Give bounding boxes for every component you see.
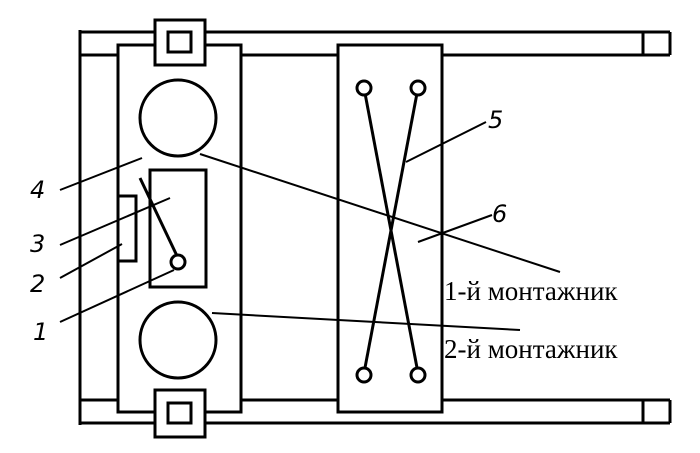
callout-6-number: 6: [492, 200, 507, 228]
callout-6-leader: [417, 214, 493, 243]
callout-3-leader: [59, 197, 171, 246]
bottom-clamp: [153, 388, 207, 439]
worker-2-label: 2-й монтажник: [444, 334, 618, 364]
side-plate: [116, 194, 138, 263]
anchor-point: [409, 366, 427, 384]
top-clamp: [153, 18, 207, 67]
callout-3-number: 3: [30, 230, 45, 258]
callout-1-leader: [59, 269, 175, 323]
callout-5-leader: [405, 121, 487, 163]
anchor-point: [409, 79, 427, 97]
control-box: [148, 168, 208, 289]
callout-2-number: 2: [30, 270, 45, 298]
callout-4-number: 4: [30, 176, 45, 204]
callout-1-number: 1: [33, 318, 48, 346]
worker-2-position: [138, 300, 218, 380]
worker-1-leader: [199, 153, 561, 273]
anchor-point: [355, 366, 373, 384]
lever: [138, 177, 180, 259]
worker-2-leader: [211, 312, 521, 331]
brace-b: [362, 87, 420, 374]
lever-pivot: [169, 253, 187, 271]
callout-4-leader: [59, 157, 143, 191]
anchor-point: [355, 79, 373, 97]
carriage-frame: [116, 43, 243, 414]
worker-1-label: 1-й монтажник: [444, 276, 618, 306]
callout-2-leader: [59, 243, 123, 279]
worker-1-position: [138, 78, 218, 158]
callout-5-number: 5: [488, 106, 503, 134]
